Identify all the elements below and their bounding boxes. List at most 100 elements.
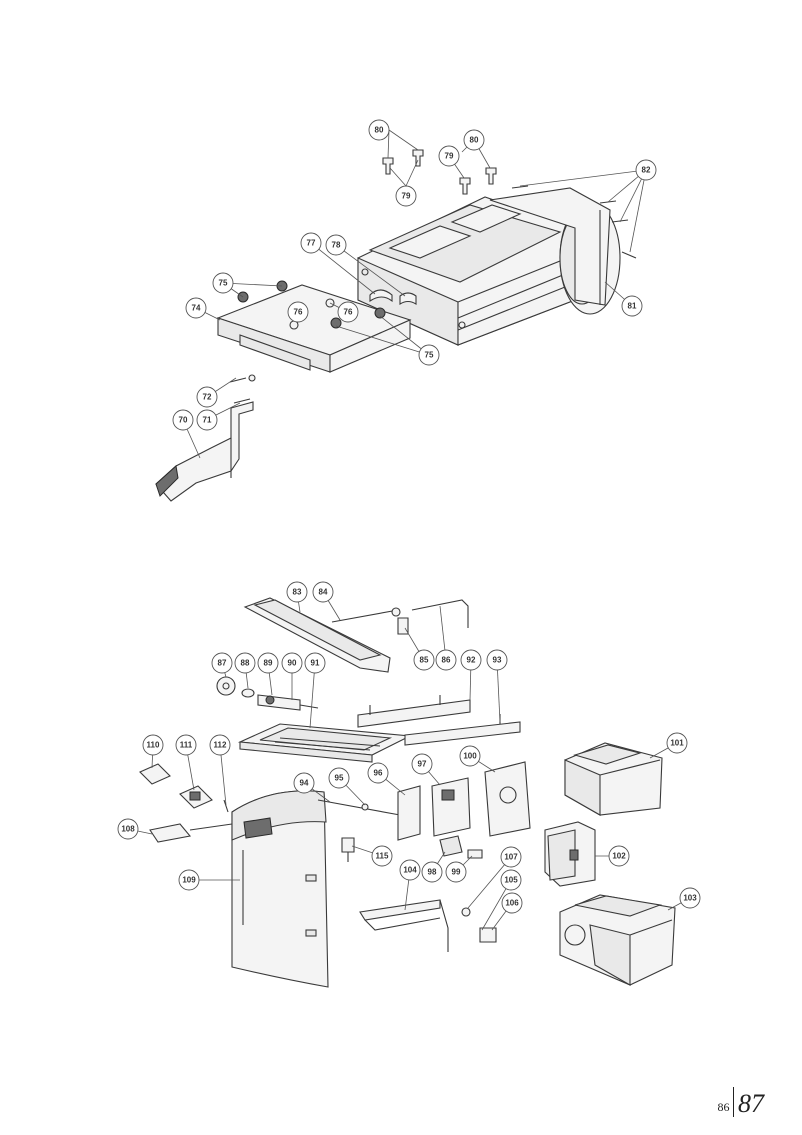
svg-text:72: 72: [203, 393, 212, 402]
callout-70: 70: [172, 409, 194, 431]
svg-text:85: 85: [420, 656, 429, 665]
svg-text:88: 88: [241, 659, 250, 668]
svg-text:107: 107: [504, 853, 518, 862]
svg-text:91: 91: [311, 659, 320, 668]
callout-96: 96: [367, 762, 389, 784]
svg-text:81: 81: [628, 302, 637, 311]
bracket-70: [155, 401, 254, 502]
callout-93: 93: [486, 649, 508, 671]
callout-103: 103: [679, 887, 701, 909]
callout-82: 82: [635, 159, 657, 181]
svg-text:79: 79: [445, 152, 454, 161]
svg-text:87: 87: [218, 659, 227, 668]
small-panels: [139, 763, 233, 843]
svg-text:80: 80: [375, 126, 384, 135]
svg-text:99: 99: [452, 868, 461, 877]
callout-94: 94: [293, 772, 315, 794]
callout-97: 97: [411, 753, 433, 775]
callout-90: 90: [281, 652, 303, 674]
svg-text:89: 89: [264, 659, 273, 668]
svg-text:104: 104: [403, 866, 417, 875]
page-number: 86 87: [717, 1087, 764, 1118]
callout-99: 99: [445, 861, 467, 883]
svg-text:96: 96: [374, 769, 383, 778]
svg-text:97: 97: [418, 760, 427, 769]
svg-text:75: 75: [219, 279, 228, 288]
callout-85: 85: [413, 649, 435, 671]
callout-74: 74: [185, 297, 207, 319]
svg-text:92: 92: [467, 656, 476, 665]
callout-111: 111: [175, 734, 197, 756]
svg-text:77: 77: [307, 239, 316, 248]
callout-91: 91: [304, 652, 326, 674]
svg-text:112: 112: [214, 741, 227, 750]
svg-text:100: 100: [463, 752, 477, 761]
callout-75-b: 75: [418, 344, 440, 366]
callout-106: 106: [501, 892, 523, 914]
callout-71: 71: [196, 409, 218, 431]
callout-104: 104: [399, 859, 421, 881]
callout-109: 109: [178, 869, 200, 891]
svg-text:79: 79: [402, 192, 411, 201]
bottom-assembly: 83 84 85 86 87 88 89 90 91 92 93 94 95 9…: [117, 581, 701, 988]
plugs: [382, 149, 497, 195]
callout-102: 102: [608, 845, 630, 867]
assembly-101: [564, 742, 663, 816]
rod-assembly: [331, 599, 469, 635]
page-number-right: 87: [738, 1089, 764, 1118]
callout-110: 110: [142, 734, 164, 756]
svg-text:108: 108: [121, 825, 135, 834]
svg-text:78: 78: [332, 241, 341, 250]
callout-80-b: 80: [463, 129, 485, 151]
svg-text:83: 83: [293, 588, 302, 597]
callout-98: 98: [421, 861, 443, 883]
bracket-104: [359, 899, 497, 952]
svg-text:106: 106: [505, 899, 519, 908]
callout-78: 78: [325, 234, 347, 256]
svg-text:90: 90: [288, 659, 297, 668]
callout-86: 86: [435, 649, 457, 671]
svg-text:110: 110: [147, 741, 160, 750]
igniter-parts: [216, 676, 319, 711]
callout-77: 77: [300, 232, 322, 254]
page-number-left: 86: [717, 1100, 730, 1114]
callout-76-a: 76: [287, 301, 309, 323]
callout-79-a: 79: [395, 185, 417, 207]
callout-80-a: 80: [368, 119, 390, 141]
svg-text:102: 102: [612, 852, 626, 861]
grate: [237, 723, 412, 763]
callout-83: 83: [286, 581, 308, 603]
svg-text:75: 75: [425, 351, 434, 360]
svg-text:74: 74: [192, 304, 201, 313]
svg-text:95: 95: [335, 774, 344, 783]
callout-75-a: 75: [212, 272, 234, 294]
svg-text:86: 86: [442, 656, 451, 665]
callout-95: 95: [328, 767, 350, 789]
svg-text:80: 80: [470, 136, 479, 145]
callout-101: 101: [666, 732, 688, 754]
svg-text:76: 76: [294, 308, 303, 317]
callout-89: 89: [257, 652, 279, 674]
control-boards: [397, 761, 531, 859]
svg-text:98: 98: [428, 868, 437, 877]
control-rod: [317, 799, 401, 862]
fan-flange: [489, 187, 621, 315]
svg-text:71: 71: [203, 416, 212, 425]
svg-text:115: 115: [376, 852, 389, 861]
callout-87: 87: [211, 652, 233, 674]
callout-79-b: 79: [438, 145, 460, 167]
svg-text:101: 101: [670, 739, 684, 748]
callout-115: 115: [371, 845, 393, 867]
top-assembly: 70 71 72 74 75 75 76 76 77 78 79 79 80 8…: [155, 119, 657, 502]
mounting-plate: [216, 280, 412, 373]
callout-72: 72: [196, 386, 218, 408]
callout-100: 100: [459, 745, 481, 767]
page-number-divider: [732, 1087, 734, 1117]
assembly-102: [544, 821, 596, 887]
svg-text:76: 76: [344, 308, 353, 317]
callout-92: 92: [460, 649, 482, 671]
assembly-103: [559, 894, 676, 986]
callout-105: 105: [500, 869, 522, 891]
svg-text:94: 94: [300, 779, 309, 788]
callout-112: 112: [209, 734, 231, 756]
